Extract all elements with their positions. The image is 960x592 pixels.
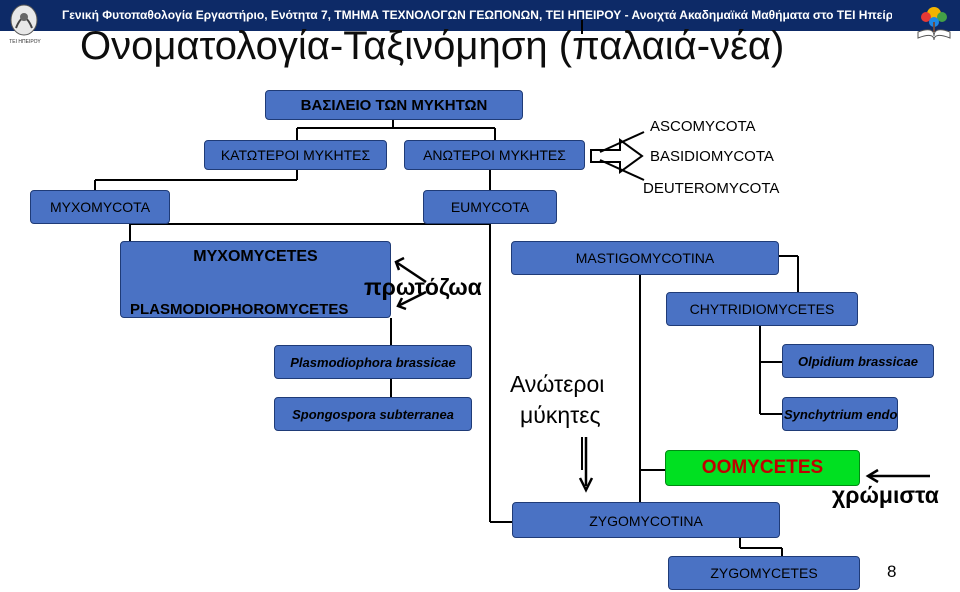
- myxomycota-box: MYXOMYCOTA: [30, 190, 170, 224]
- higher-fungi-label-line-2: μύκητες: [520, 402, 601, 428]
- header-bar-text: Γενική Φυτοπαθολογία Εργαστήριο, Ενότητα…: [62, 8, 892, 22]
- deuteromycota-label: DEUTEROMYCOTA: [643, 180, 780, 197]
- chytridiomycetes-box: CHYTRIDIOMYCETES: [666, 292, 858, 326]
- zygomycetes-box: ZYGOMYCETES: [668, 556, 860, 590]
- olpidium-box: Olpidium brassicae: [782, 344, 934, 378]
- ascomycota-label: ASCOMYCOTA: [650, 118, 756, 135]
- plasmodiophora-box: Plasmodiophora brassicae: [274, 345, 472, 379]
- lower-fungi-box: ΚΑΤΩΤΕΡΟΙ ΜΥΚΗΤΕΣ: [204, 140, 387, 170]
- open-courses-book-tree-icon: [917, 7, 951, 41]
- header-bar: Γενική Φυτοπαθολογία Εργαστήριο, Ενότητα…: [0, 0, 960, 31]
- myxomycetes-label: MYXOMYCETES: [193, 248, 318, 265]
- higher-fungi-box: ΑΝΩΤΕΡΟΙ ΜΥΚΗΤΕΣ: [404, 140, 585, 170]
- myxomycetes-box: MYXOMYCETES: [120, 241, 391, 318]
- chromista-label: χρώμιστα: [832, 482, 939, 508]
- eumycota-box: EUMYCOTA: [423, 190, 557, 224]
- kingdom-box: ΒΑΣΙΛΕΙΟ ΤΩΝ ΜΥΚΗΤΩΝ: [265, 90, 523, 120]
- slide-title: Ονοματολογία-Ταξινόμηση (παλαιά-νέα): [80, 24, 785, 68]
- page-number: 8: [887, 562, 897, 581]
- protozoa-label: πρωτόζωα: [364, 274, 482, 300]
- plasmodiophoromycetes-label: PLASMODIOPHOROMYCETES: [130, 301, 349, 318]
- mastigomycotina-box: MASTIGOMYCOTINA: [511, 241, 779, 275]
- tei-epirus-emblem-icon: ΤΕΙ ΗΠΕΙΡΟΥ: [8, 4, 42, 45]
- synchytrium-box: Synchytrium endo: [782, 397, 898, 431]
- spongospora-box: Spongospora subterranea: [274, 397, 472, 431]
- zygomycotina-box: ZYGOMYCOTINA: [512, 502, 780, 538]
- oomycetes-box: OOMYCETES: [665, 450, 860, 486]
- basidiomycota-label: BASIDIOMYCOTA: [650, 148, 774, 165]
- logo-caption: ΤΕΙ ΗΠΕΙΡΟΥ: [9, 39, 41, 45]
- higher-fungi-label-line-1: Ανώτεροι: [510, 371, 605, 397]
